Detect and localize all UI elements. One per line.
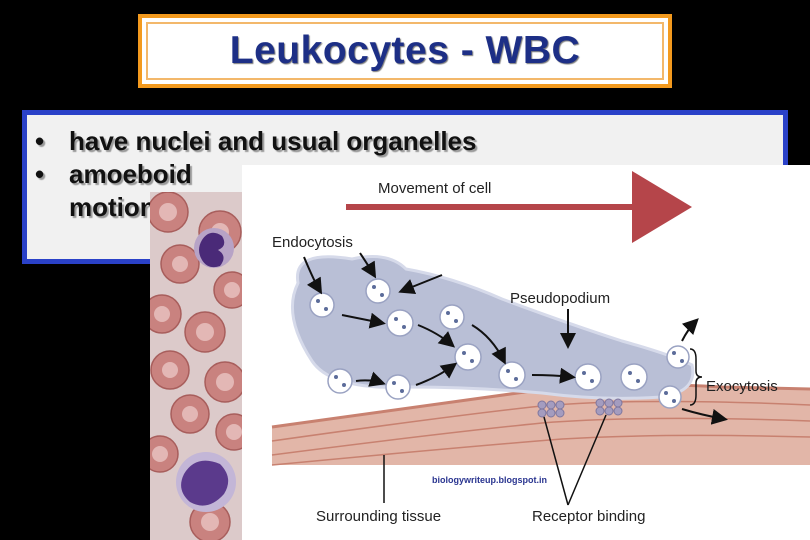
white-blood-cell: [291, 255, 695, 400]
vesicles: [309, 278, 690, 409]
bullet-text: have nuclei and usual organelles: [69, 126, 477, 156]
title-inner-border: Leukocytes - WBC: [146, 22, 664, 80]
movement-label: Movement of cell: [378, 180, 491, 197]
bullet-continuation: motion: [35, 191, 476, 224]
inner-arrow: [417, 324, 456, 348]
amoeboid-motion-diagram: Movement of cell: [242, 165, 810, 540]
endocytosis-arrow: [303, 256, 323, 295]
inner-arrow: [355, 371, 386, 387]
blood-cells-image: [150, 192, 242, 540]
exocytosis-bracket: [689, 348, 703, 406]
bullet-item: • have nuclei and usual organelles: [35, 125, 476, 158]
surrounding-tissue-label: Surrounding tissue: [316, 508, 441, 525]
endocytosis-arrow: [398, 274, 443, 294]
bullet-marker: •: [35, 126, 45, 156]
vesicle-dots: [316, 285, 684, 403]
source-credit: biologywriteup.blogspot.in: [432, 475, 547, 485]
tissue-layer: [271, 383, 810, 466]
title-box: Leukocytes - WBC: [138, 14, 672, 88]
receptor-binding-label: Receptor binding: [532, 508, 645, 525]
exocytosis-arrow: [681, 408, 728, 425]
inner-arrow: [531, 367, 576, 384]
inner-arrow: [341, 312, 386, 329]
pseudopodium-label: Pseudopodium: [510, 290, 610, 307]
endocytosis-arrow: [359, 252, 377, 279]
slide-title: Leukocytes - WBC: [229, 29, 581, 72]
inner-arrow: [471, 324, 506, 365]
bullet-text: amoeboid: [69, 159, 192, 189]
receptor-pointer: [543, 416, 569, 506]
diagram-svg: Movement of cell: [271, 171, 810, 525]
exocytosis-label: Exocytosis: [706, 378, 778, 395]
bullet-text: motion: [69, 192, 156, 222]
inner-arrow: [415, 362, 458, 386]
bullet-item: • amoeboid: [35, 158, 476, 191]
receptor-pointer: [567, 414, 607, 506]
exocytosis-arrow: [681, 318, 699, 342]
bullet-marker: •: [35, 159, 45, 189]
blood-smear-photo: [150, 192, 242, 540]
receptors: [537, 398, 623, 418]
bullet-list: • have nuclei and usual organelles • amo…: [35, 125, 476, 224]
endocytosis-label: Endocytosis: [272, 234, 353, 251]
